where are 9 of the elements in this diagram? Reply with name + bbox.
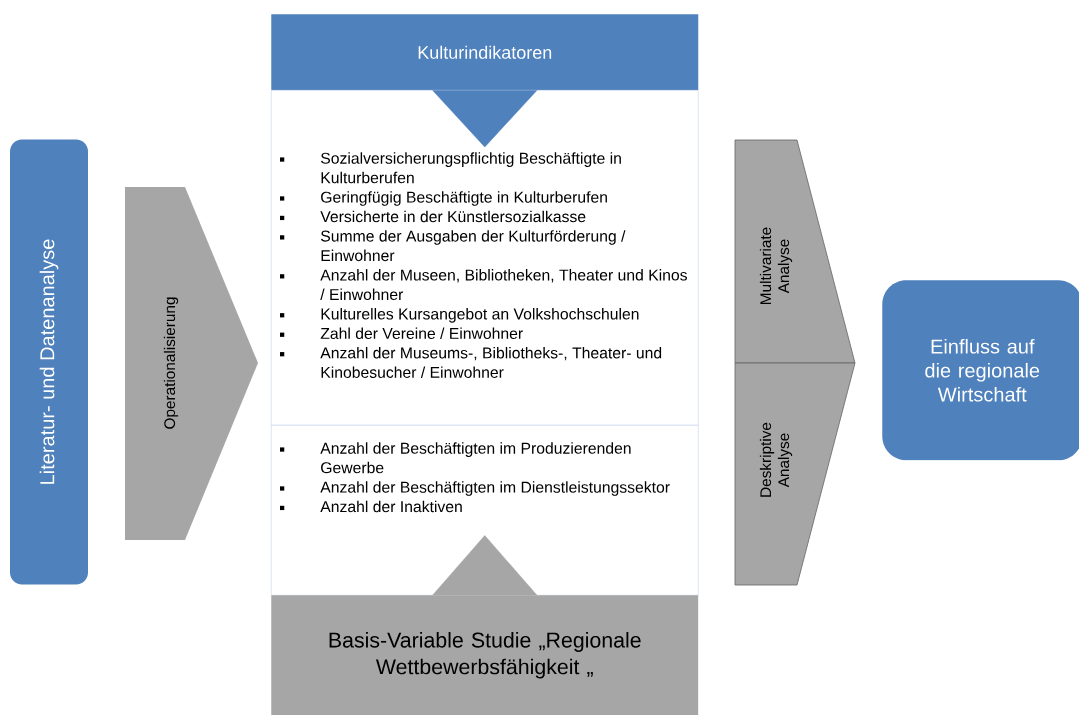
chevron: Operationalisierung [125, 187, 258, 540]
chevron-segment: Deskriptive Analyse [734, 362, 856, 586]
list-box: Sozialversicherungspflichtig Beschäftigte in Kulturberufen Geringfügig Beschäftigte in Kulturberufen Versicherte in der Künstlersozialkasse Summe der Ausgaben der Kulturförderung / Einwohner Anzahl der Museen, Bibliotheken, Theater und Kinos / Einwohner Kulturelles Kursangebot an Volkshochschulen Zahl der Vereine / Einwohner Anzahl der Museums-, Bibliotheks-, Theater- und Kinobesucher / Einwohner [271, 90, 699, 426]
vertical-box: Literatur- und Datenanalyse [10, 139, 88, 585]
chevron-segment: Multivariate Analyse [734, 139, 856, 364]
result-box: Einfluss auf die regionale Wirtschaft [882, 280, 1079, 461]
triangle-arrow [432, 90, 538, 148]
list-box: Anzahl der Beschäftigten im Produzierenden Gewerbe Anzahl der Beschäftigten im Dienstleistungssektor Anzahl der Inaktiven [271, 425, 699, 596]
triangle-arrow [432, 535, 538, 596]
